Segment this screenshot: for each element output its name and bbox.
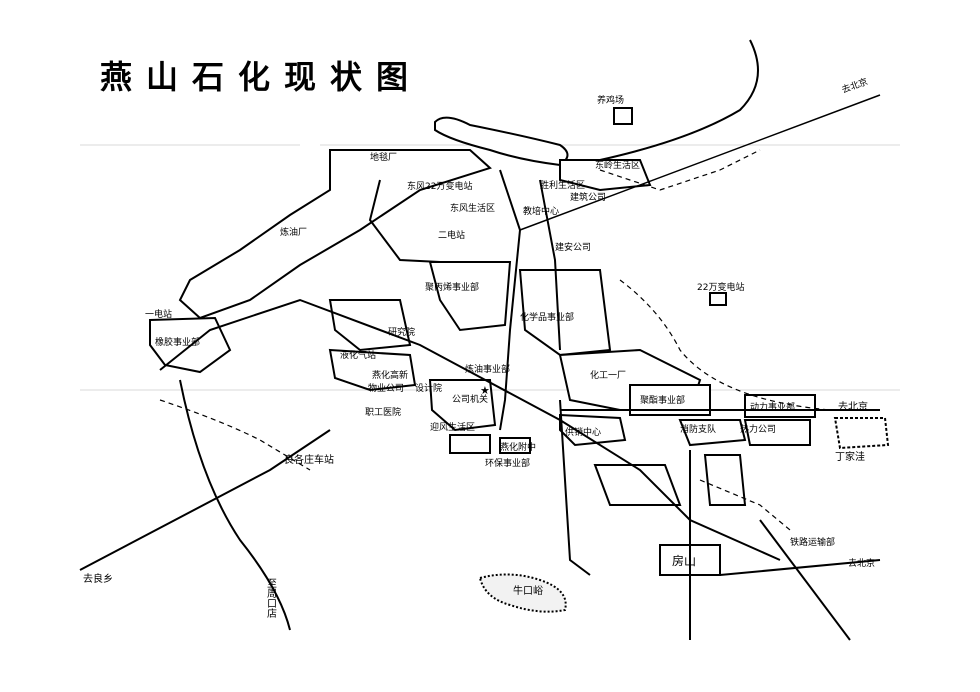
heat-block <box>743 419 811 446</box>
dongling-block <box>559 159 652 192</box>
roads <box>79 39 881 641</box>
supply-block <box>559 413 627 447</box>
hospital-block <box>449 434 491 454</box>
label-liangxiang-station: 良各庄车站 <box>284 453 334 466</box>
plant-areas <box>149 107 890 613</box>
road-south-east <box>759 519 851 641</box>
label-to-beijing-3: 去北京 <box>848 557 875 569</box>
label-refinery: 炼油厂 <box>280 226 307 238</box>
label-research: 研究院 <box>388 326 415 338</box>
label-fire-brigade: 消防支队 <box>680 423 716 435</box>
railways <box>159 149 831 531</box>
label-power-biz: 动力事业部 <box>750 401 795 413</box>
label-xuxing-area: 胜利生活区 <box>540 179 585 191</box>
label-supply-center: 供销中心 <box>565 426 601 438</box>
label-dingjiawa: 丁家洼 <box>835 450 865 463</box>
polyolefin-block <box>428 261 512 332</box>
research-block <box>328 299 412 352</box>
hq-star-icon: ★ <box>480 384 490 397</box>
label-dongling-area: 东岭生活区 <box>595 159 640 171</box>
environment-block <box>593 464 682 506</box>
label-yingfeng-area: 迎风生活区 <box>430 421 475 433</box>
road-north-curve <box>599 39 759 161</box>
road-south <box>559 399 591 576</box>
label-rubber: 橡胶事业部 <box>155 336 200 348</box>
rail-to-beijing-ne <box>519 94 881 231</box>
gas-station-block <box>328 348 417 392</box>
label-niukouyu: 牛口峪 <box>513 584 543 597</box>
label-yanhua-hospital: 燕化附中 <box>500 441 536 453</box>
label-company-hq: 公司机关 <box>452 393 488 405</box>
road-main-diag <box>159 298 781 561</box>
road-to-beijing-se <box>719 559 881 576</box>
label-polyester: 聚酯事业部 <box>640 394 685 406</box>
label-logistics-co: 物业公司 <box>368 382 404 394</box>
road-to-zhoukoudian <box>179 379 291 631</box>
label-refining-biz: 炼油事业部 <box>465 363 510 375</box>
label-gas-station: 液化气站 <box>340 349 376 361</box>
label-substation-22: 22万变电站 <box>697 281 744 293</box>
label-railway-co: 铁路运输部 <box>790 536 835 548</box>
yanhua-hs-block <box>499 437 531 454</box>
hq-block <box>428 379 497 432</box>
power-biz-block <box>744 394 816 418</box>
map-labels: 养鸡场 去北京 东岭生活区 胜利生活区 建筑公司 东风22万变电站 东风生活区 … <box>83 75 875 618</box>
label-jianzhu-co: 建筑公司 <box>570 191 606 203</box>
label-heat-co: 热力公司 <box>740 423 776 435</box>
label-training-center: 教培中心 <box>523 205 559 217</box>
label-to-liangxiang: 去良乡 <box>83 572 113 585</box>
label-second-power: 二电站 <box>438 229 465 241</box>
label-jianan-co: 建安公司 <box>555 241 591 253</box>
label-to-zhoukoudian: 至周口店 <box>265 578 277 619</box>
label-environment-biz: 环保事业部 <box>485 457 530 469</box>
substation22-building <box>709 292 727 306</box>
road-to-liangxiang <box>79 429 331 571</box>
label-kindergarten: 地毯厂 <box>370 151 397 163</box>
label-polyolefin: 聚丙烯事业部 <box>425 281 479 293</box>
label-chem-plant: 化工一厂 <box>590 369 626 381</box>
road-inner-loop <box>499 169 522 431</box>
map-title: 燕山石化现状图 <box>100 58 423 96</box>
southeast-block <box>703 454 747 506</box>
label-dongfeng-substation: 东风22万变电站 <box>407 180 472 192</box>
dingjiawa-block <box>833 417 890 450</box>
refinery-zone <box>178 149 492 320</box>
label-dongfeng-area: 东风生活区 <box>450 202 495 214</box>
road-inner-2 <box>539 179 561 351</box>
label-to-beijing-2: 去北京 <box>838 400 868 413</box>
label-fangshan: 房山 <box>672 553 696 568</box>
label-worker-hospital: 职工医院 <box>365 406 401 418</box>
label-yanhua-high: 燕化高新 <box>372 369 408 381</box>
fire-block <box>678 419 747 447</box>
road-refinery-link <box>368 179 441 263</box>
label-chemical-biz: 化学品事业部 <box>520 311 574 323</box>
label-design-inst: 设计院 <box>415 382 442 394</box>
label-glass-factory: 养鸡场 <box>597 94 624 106</box>
glass-hill <box>434 116 569 167</box>
label-first-power: 一电站 <box>145 308 172 320</box>
niukouyu-reservoir <box>478 573 567 613</box>
glass-factory-building <box>613 107 633 125</box>
label-to-beijing-1: 去北京 <box>840 75 869 96</box>
